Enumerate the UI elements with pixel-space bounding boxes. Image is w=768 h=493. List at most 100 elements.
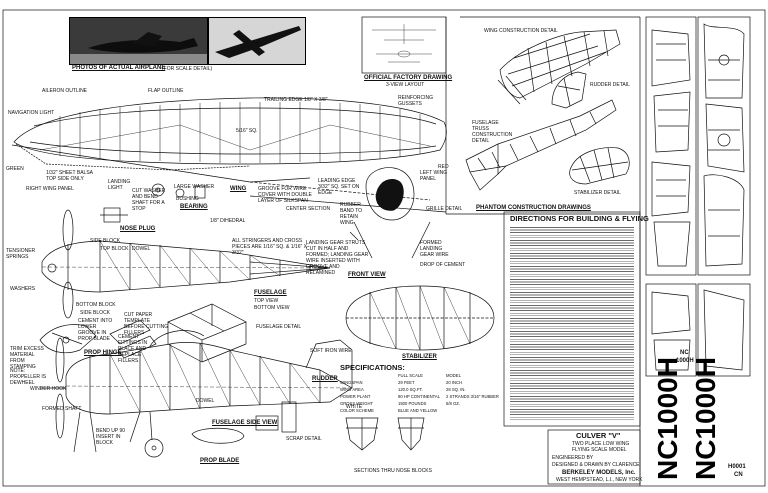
specs-title: SPECIFICATIONS: — [340, 363, 405, 372]
navigation-light-label: NAVIGATION LIGHT — [8, 110, 55, 116]
factory-drawing-title: OFFICIAL FACTORY DRAWING — [364, 75, 453, 81]
left-wing-label: LEFT WING PANEL — [420, 170, 448, 182]
flap-outline-label: FLAP OUTLINE — [148, 88, 184, 94]
five-sixteen-label: 5/16" SQ. — [236, 128, 258, 134]
cabin-frame-drawing — [167, 303, 247, 363]
prop-note-label: NOTE: PROPELLER IS DEWHEEL — [10, 368, 47, 386]
dowel-label: DOWEL — [132, 246, 151, 252]
scrap-detail-label: SCRAP DETAIL — [286, 436, 322, 442]
balsa-sheet-label: 1/32" SHEET BALSA TOP SIDE ONLY — [46, 170, 93, 182]
fuselage-detail-label: FUSELAGE DETAIL — [256, 324, 302, 330]
landing-light-label: LANDING LIGHT — [108, 179, 131, 191]
washers-label: WASHERS — [10, 286, 36, 292]
bottom-block-label: BOTTOM BLOCK — [76, 302, 116, 308]
photos-subcaption: (FOR SCALE DETAIL) — [162, 66, 213, 72]
fuselage-label: FUSELAGE — [254, 290, 287, 296]
cement-label: CEMENT INTO LOWER GROOVE IN PROP BLADE — [78, 318, 113, 342]
factory-drawing-box — [361, 16, 447, 74]
winder-hook-label: WINDER HOOK — [30, 386, 67, 392]
trim-label: TRIM EXCESS MATERIAL FROM STAMPING — [10, 346, 44, 370]
printwood-sheets — [645, 16, 751, 377]
aileron-outline-label: AILERON OUTLINE — [42, 88, 88, 94]
stabilizer-label: STABILIZER — [402, 354, 437, 360]
specs-col-full: FULL SCALE — [398, 373, 423, 378]
leading-edge-label: LEADING EDGE 3/32" SQ. SET ON EDGE — [318, 178, 360, 196]
landing-gear-label: LANDING GEAR STRUTS CUT IN HALF AND FORM… — [306, 240, 369, 276]
nose-block-sections — [345, 417, 425, 451]
prop-hinge-drawing — [39, 319, 157, 359]
photo-airplane-2 — [208, 17, 306, 65]
dihedral-label: 1/8" DIHEDRAL — [210, 218, 246, 224]
formed-shaft-label: FORMED SHAFT — [42, 406, 82, 412]
spec-k-3: GROSS WEIGHT — [340, 401, 374, 406]
green-label: GREEN — [6, 166, 24, 172]
stabilizer-detail-label: STABILIZER DETAIL — [574, 190, 621, 196]
red-label: RED — [438, 164, 449, 170]
tensioner-label: TENSIONER SPRINGS — [6, 248, 36, 260]
spec-k-2: POWER PLANT — [340, 394, 371, 399]
spec-full-1: 120.0 SQ.FT. — [398, 387, 423, 392]
front-view-drawing — [249, 167, 447, 259]
title-block-line1: TWO PLACE LOW WING — [572, 441, 630, 447]
wing-label: WING — [230, 186, 247, 192]
registration-big-2: NC1000H — [690, 357, 721, 480]
stabilizer-drawing — [345, 285, 495, 351]
spec-full-4: BLUE AND YELLOW — [398, 408, 438, 413]
large-washer-label: LARGE WASHER — [174, 184, 215, 190]
right-wing-label: RIGHT WING PANEL — [26, 186, 74, 192]
bearing-label: BEARING — [180, 204, 208, 210]
sections-label: SECTIONS THRU NOSE BLOCKS — [354, 468, 432, 474]
bottom-view-label: BOTTOM VIEW — [254, 305, 290, 311]
title-block-drawn: DESIGNED & DRAWN BY CLARENCE — [552, 462, 640, 468]
factory-drawing-sub: 3-VIEW LAYOUT — [386, 82, 425, 88]
drop-cement-label: DROP OF CEMENT — [420, 262, 466, 268]
prop-blade-label: PROP BLADE — [200, 458, 240, 464]
rubber-band-label: RUBBER BAND TO RETAIN WING — [340, 202, 363, 226]
spec-model-0: 20 INCH — [446, 380, 463, 385]
rudder-label: RUDDER — [312, 376, 338, 382]
trailing-edge-label: TRAILING EDGE 1/8" X 3/8" — [264, 97, 328, 103]
registration-bottom-num: H0001 — [728, 464, 746, 470]
photo-airplane-1 — [69, 17, 208, 65]
title-block-address: WEST HEMPSTEAD, L.I., NEW YORK — [556, 477, 643, 483]
bearing-parts — [100, 183, 206, 223]
title-block-line2: FLYING SCALE MODEL — [572, 447, 627, 453]
grille-label: GRILLE DETAIL — [426, 206, 463, 212]
stringers-label: ALL STRINGERS AND CROSS PIECES ARE 1/16"… — [232, 238, 307, 256]
fuselage-truss-label: FUSELAGE TRUSS CONSTRUCTION DETAIL — [472, 120, 513, 144]
factory-3view — [372, 24, 436, 63]
wing-plan-drawing — [11, 97, 447, 201]
spec-k-0: WINGSPAN — [340, 380, 363, 385]
groove-label: GROOVE FOR WIRE COVER WITH DOUBLE LAYER … — [258, 186, 312, 204]
title-block-company: BERKELEY MODELS, Inc. — [562, 470, 636, 476]
rudder-detail-label: RUDDER DETAIL — [590, 82, 630, 88]
spec-k-1: WING AREA — [340, 387, 364, 392]
fuselage-top-drawing — [41, 209, 331, 319]
front-view-label: FRONT VIEW — [348, 272, 386, 278]
soft-wire-label: SOFT IRON WIRE — [310, 348, 352, 354]
side-block-2-label: SIDE BLOCK — [80, 310, 111, 316]
top-block-label: TOP BLOCK — [100, 246, 129, 252]
spec-model-2: 2 STRANDS 3/16" RUBBER — [446, 394, 499, 399]
spec-full-3: 1500 POUNDS — [398, 401, 427, 406]
spec-model-3: 5/8 OZ. — [446, 401, 460, 406]
directions-body — [510, 226, 634, 422]
spec-model-1: 28 SQ. IN. — [446, 387, 466, 392]
photos-caption: PHOTOS OF ACTUAL AIRPLANE — [72, 65, 166, 71]
side-block-label: SIDE BLOCK — [90, 238, 121, 244]
cut-paper-label: CUT PAPER TEMPLATE BEFORE CUTTING FILLER… — [124, 312, 169, 336]
top-view-label: TOP VIEW — [254, 298, 279, 304]
fuselage-side-label: FUSELAGE SIDE VIEW — [212, 420, 278, 426]
registration-small-num: 1000H — [676, 358, 694, 364]
fuselage-side-drawing — [40, 330, 353, 458]
bushing-label: BUSHING — [176, 196, 199, 202]
prop-blade-drawing — [191, 427, 245, 444]
wing-construction-label: WING CONSTRUCTION DETAIL — [484, 28, 558, 34]
title-block-name: CULVER "V" — [576, 431, 621, 440]
registration-bottom-nc: CN — [734, 472, 743, 478]
registration-small-top: NC — [680, 350, 689, 356]
bend-label: BEND UP 90 INSERT IN BLOCK — [96, 428, 126, 446]
title-block-engineered: ENGINEERED BY — [552, 455, 594, 461]
spec-full-2: 90 HP CONTINENTAL — [398, 394, 440, 399]
